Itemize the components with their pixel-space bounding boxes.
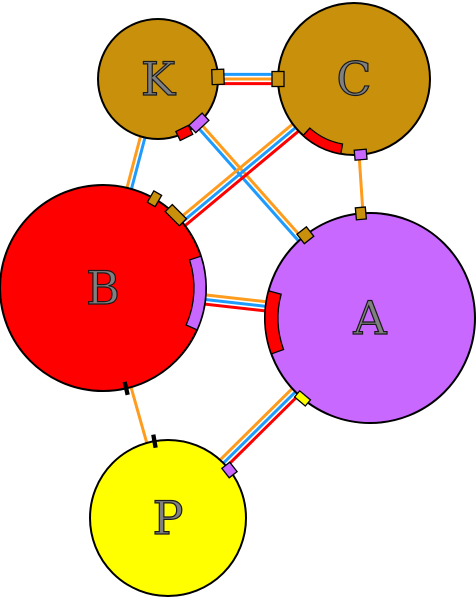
node-K-label: K bbox=[141, 52, 177, 106]
node-P-circle bbox=[89, 439, 247, 597]
node-C-label: C bbox=[336, 52, 371, 106]
port-A-C bbox=[354, 206, 368, 221]
port-C-red bbox=[302, 127, 344, 155]
port-A-P bbox=[293, 389, 312, 407]
ports-layer bbox=[122, 68, 368, 479]
node-P-label: P bbox=[153, 491, 184, 545]
labels-layer: K C B A P bbox=[85, 51, 387, 545]
port-K-red bbox=[174, 124, 194, 142]
port-C-K bbox=[271, 70, 285, 88]
port-B-P bbox=[122, 381, 130, 396]
port-P-B bbox=[151, 434, 158, 449]
node-A-label: A bbox=[352, 291, 387, 345]
port-B-K bbox=[146, 190, 163, 208]
port-K-C bbox=[211, 68, 225, 86]
port-A-B bbox=[264, 290, 285, 355]
port-A-K bbox=[296, 225, 315, 245]
node-B-label: B bbox=[86, 261, 120, 315]
port-K-purple bbox=[188, 112, 210, 134]
port-C-purple bbox=[353, 148, 368, 161]
port-B-A bbox=[185, 255, 207, 331]
port-B-C bbox=[164, 203, 188, 227]
port-P-A bbox=[220, 461, 239, 479]
